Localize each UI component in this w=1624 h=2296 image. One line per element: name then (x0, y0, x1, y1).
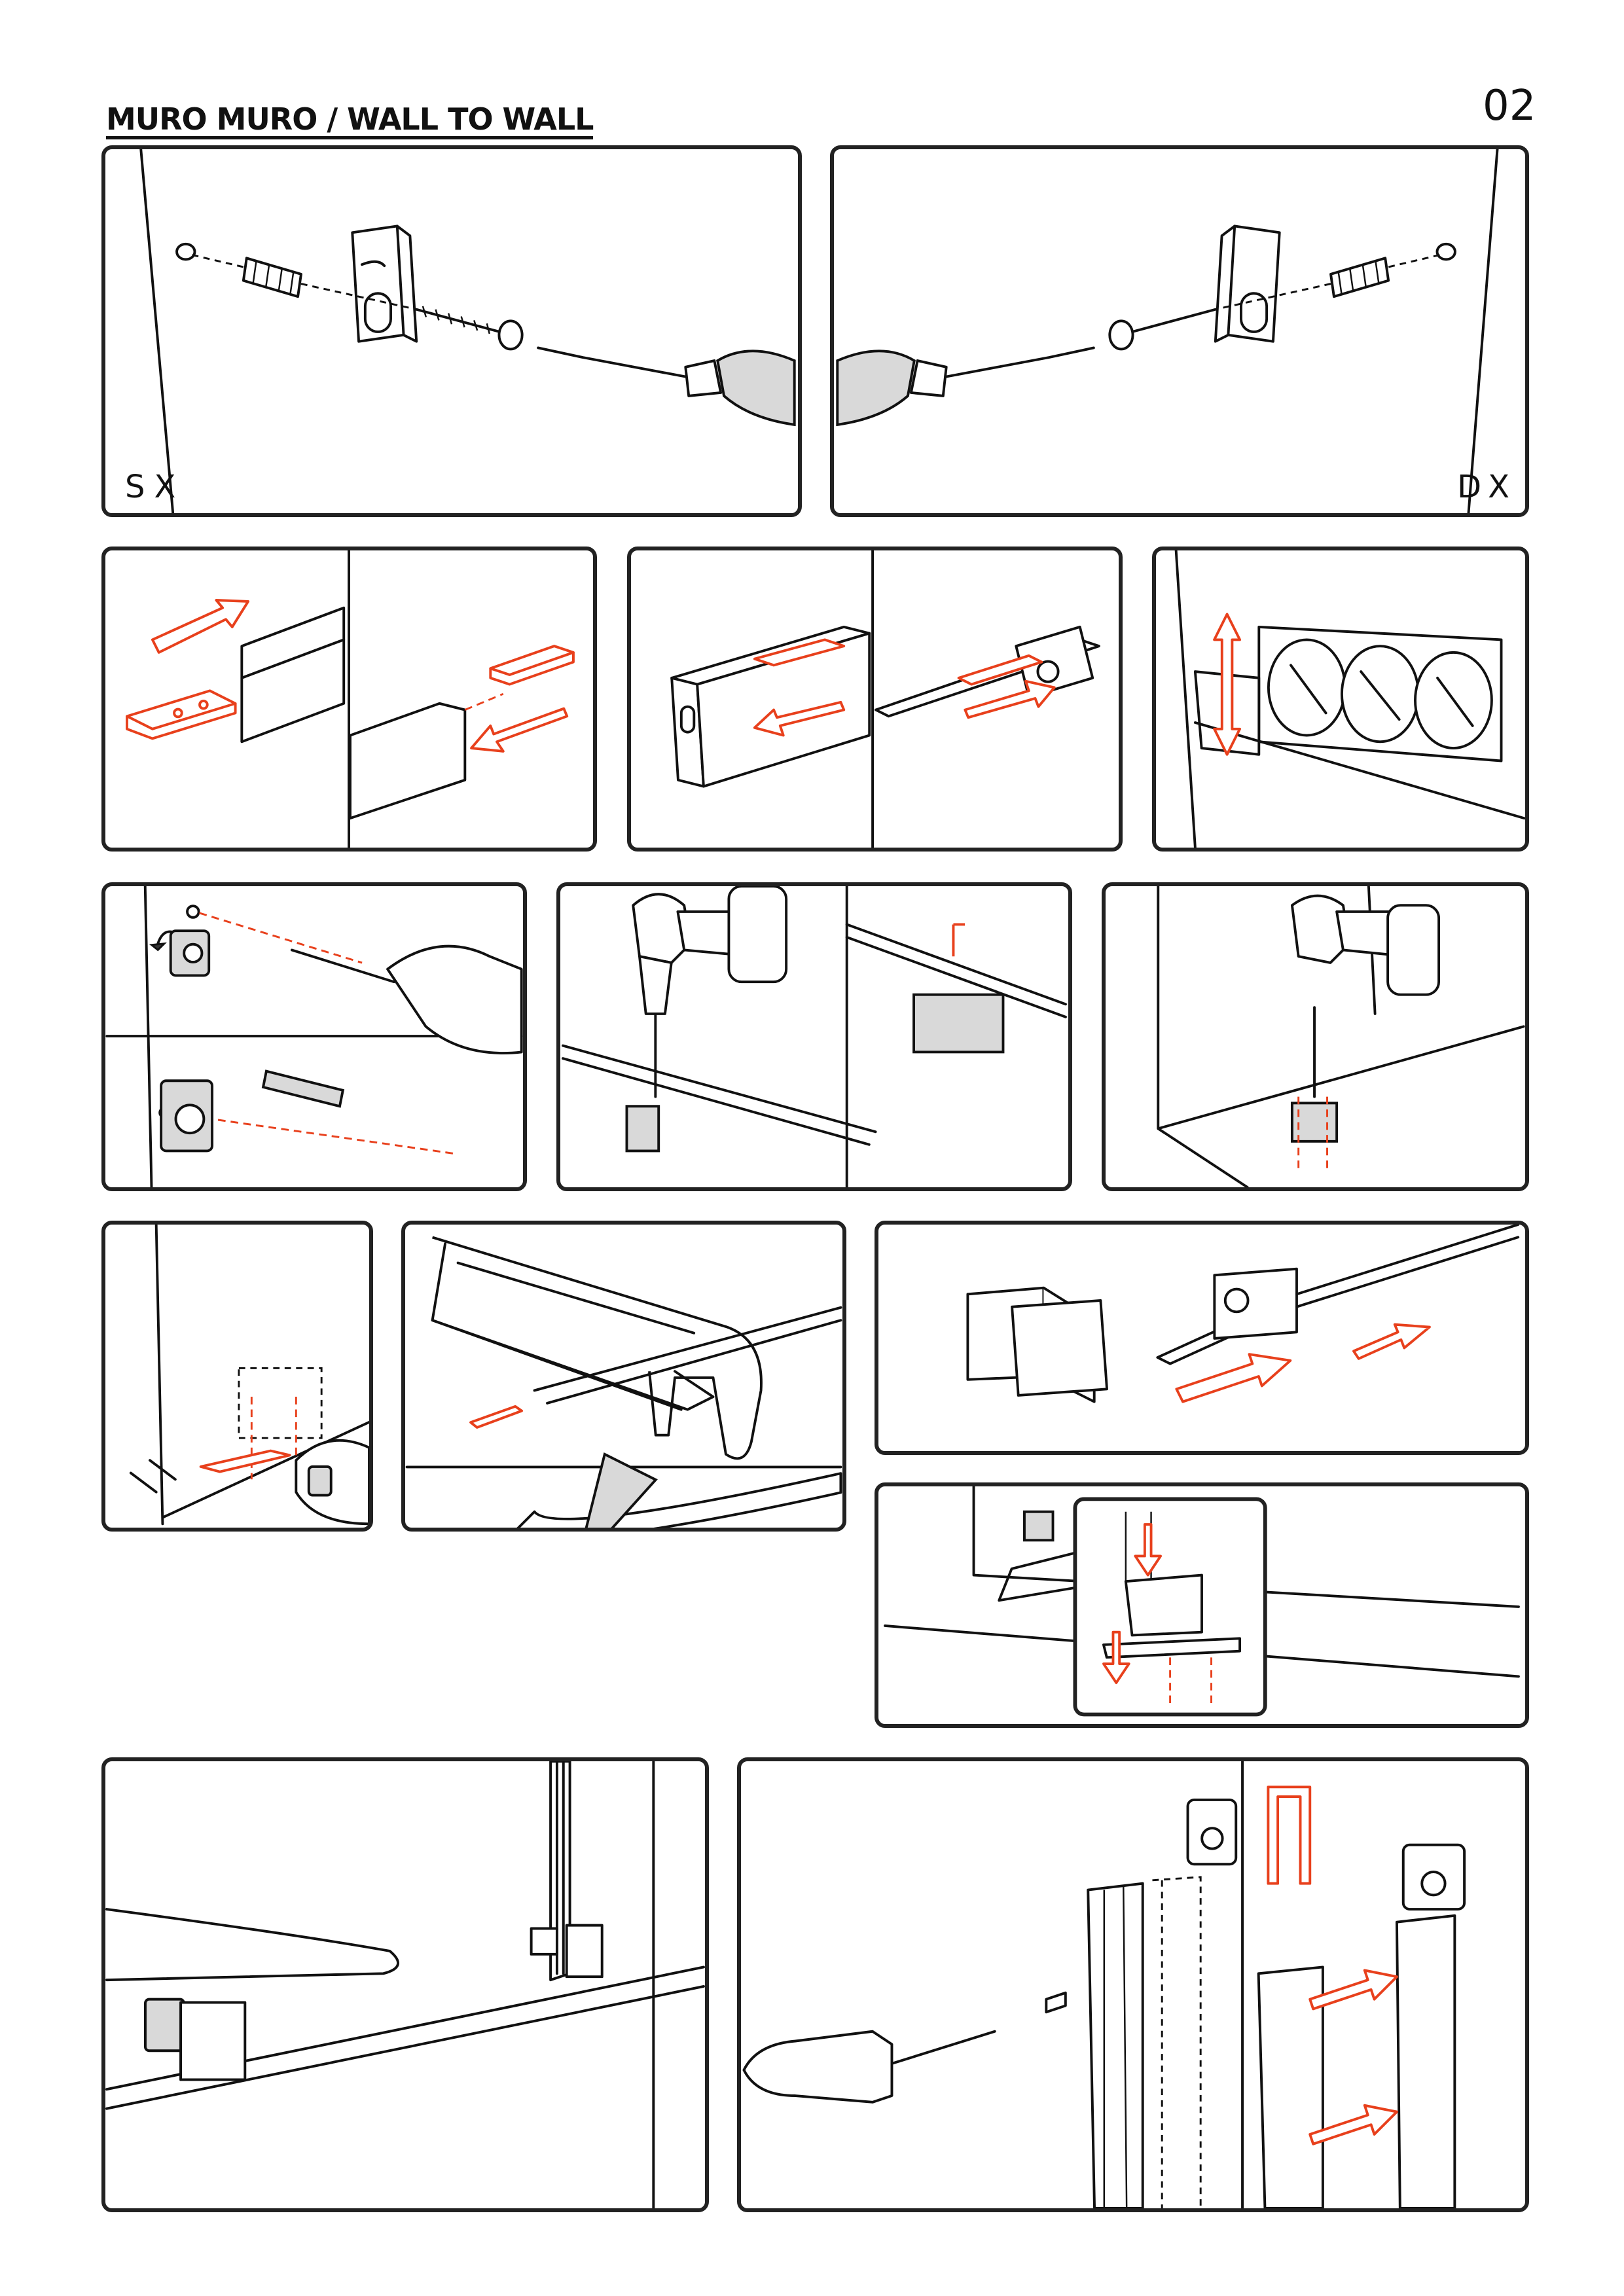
wall-plug (1329, 257, 1390, 298)
step-panel-dx: DX (830, 145, 1529, 517)
step-panel-drill-floor (556, 882, 1072, 1191)
wall-bracket-illustration-right (836, 149, 1499, 513)
tape-measure-icon (295, 1439, 369, 1526)
screwdriver (836, 346, 1095, 427)
screw (1108, 308, 1217, 351)
step-panel-wall-profile (737, 1757, 1529, 2212)
arrow-left-icon (470, 707, 569, 753)
caulk-gun-icon (585, 1452, 658, 1528)
step-panel-level (1152, 547, 1529, 852)
side-label-sx: SX (125, 469, 185, 505)
arrow-right-icon (151, 599, 250, 654)
wall-bracket-illustration-left (139, 149, 796, 513)
step-panel-slide-caps (875, 1221, 1529, 1455)
side-label-dx: DX (1457, 469, 1516, 505)
wall-plug (242, 257, 302, 298)
screwdriver-icon (742, 2030, 893, 2104)
step-panel-cut-seal (401, 1221, 846, 1532)
step-panel-drill-corner (1102, 882, 1529, 1191)
step-panel-rail-brackets (101, 547, 597, 852)
step-panel-floor-guide (875, 1482, 1529, 1728)
screw (415, 306, 524, 351)
page-title: MURO MURO / WALL TO WALL (106, 103, 594, 140)
wall-bracket (1214, 224, 1281, 343)
vertical-arrow-icon (1213, 613, 1242, 756)
screwdriver (537, 346, 796, 427)
step-panel-installed-rail (101, 1757, 709, 2212)
page-number: 02 (1483, 82, 1536, 130)
step-panel-rail-slide (627, 547, 1123, 852)
step-panel-drill-wall (101, 882, 527, 1191)
step-panel-sx: SX (101, 145, 802, 517)
step-panel-measure (101, 1221, 373, 1532)
wall-bracket (351, 224, 418, 343)
